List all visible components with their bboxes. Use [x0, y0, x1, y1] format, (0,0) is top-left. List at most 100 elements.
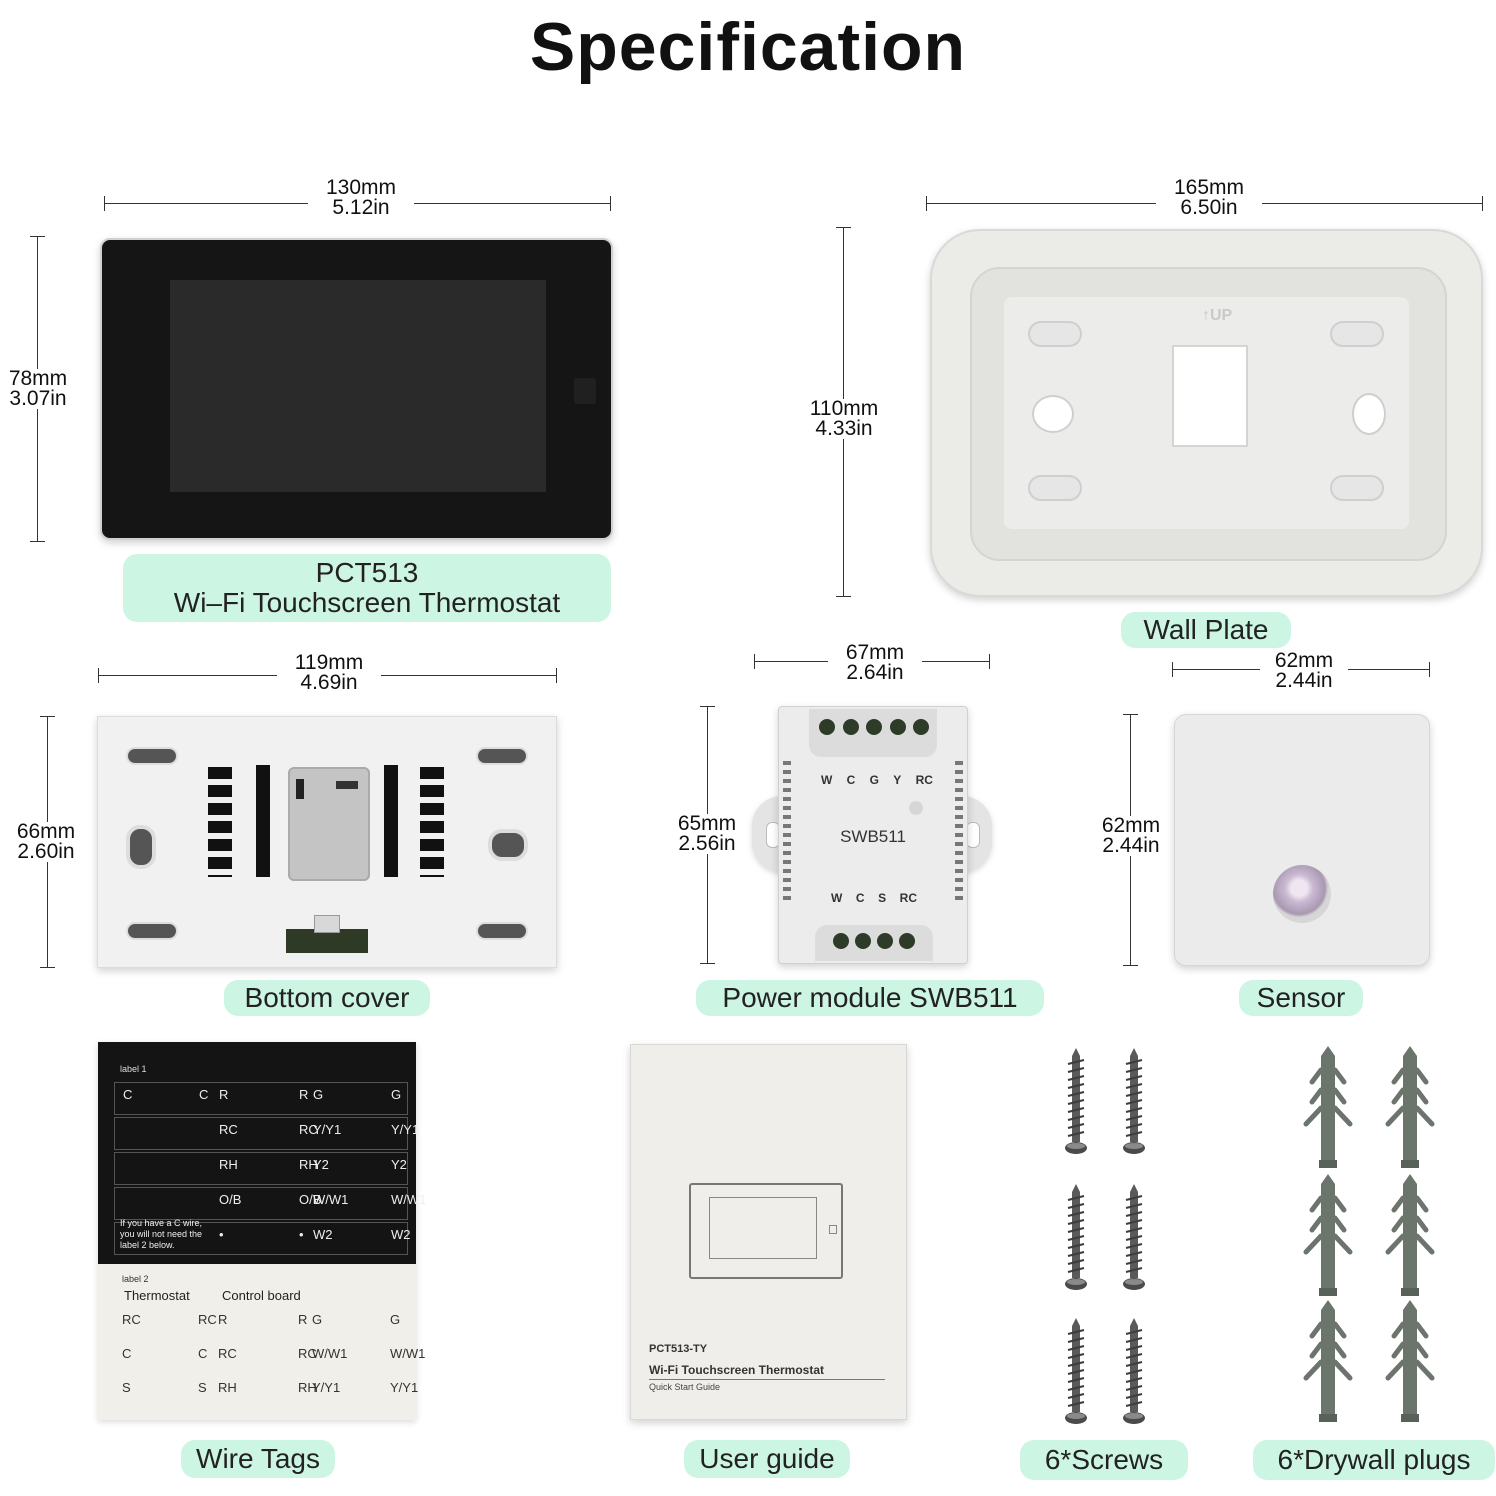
power-module-bottom-screws — [833, 933, 915, 949]
power-module-width-mm: 67mm — [845, 641, 905, 664]
wire-tag-cell: G — [390, 1312, 401, 1327]
screw-icon — [1122, 1047, 1146, 1155]
drywall-plug-icon — [1306, 1300, 1350, 1422]
drywall-plug-icon — [1388, 1046, 1432, 1168]
terminal-screw — [855, 933, 871, 949]
wire-tags-note: If you have a C wire, you will not need … — [120, 1218, 202, 1251]
wire-tag-cell: Y2 — [313, 1157, 329, 1172]
terminal-label-rc: RC — [899, 891, 917, 905]
bottom-cover-port — [336, 781, 358, 789]
bottom-cover-pins-left — [208, 767, 232, 877]
wire-tags-label1-title: label 1 — [120, 1064, 147, 1074]
bottom-cover-connector-window — [288, 767, 370, 881]
thermostat-label: PCT513 Wi–Fi Touchscreen Thermostat — [123, 554, 611, 622]
wire-tag-cell: RH — [219, 1157, 238, 1172]
user-guide-name: Wi-Fi Touchscreen Thermostat — [649, 1363, 825, 1377]
power-module-label: Power module SWB511 — [696, 980, 1044, 1016]
wall-plate-slot — [1330, 475, 1384, 501]
wall-plate-wire-hole — [1172, 345, 1248, 447]
wire-tag-cell: Y/Y1 — [390, 1380, 419, 1395]
sensor-width-label: 62mm 2.44in — [1260, 650, 1348, 691]
thermostat-name: Wi–Fi Touchscreen Thermostat — [173, 587, 561, 618]
wall-plate-up-mark: ↑UP — [1202, 307, 1233, 324]
bottom-cover-width-in: 4.69in — [300, 671, 358, 694]
thermostat-width-mm: 130mm — [325, 176, 397, 199]
power-module-width-in: 2.64in — [846, 661, 904, 684]
screws-graphic — [1064, 1047, 1146, 1424]
bottom-cover-height-label: 66mm 2.60in — [4, 821, 88, 862]
bottom-cover-slot — [476, 922, 528, 940]
wire-tag-cell: • — [219, 1227, 224, 1242]
bottom-cover-slot — [126, 922, 178, 940]
wire-tags-label2-title: label 2 — [122, 1274, 149, 1284]
wire-tags-label1-area — [98, 1042, 416, 1264]
user-guide-rule — [649, 1379, 885, 1380]
wire-tag-cell: W/W1 — [312, 1346, 348, 1361]
wire-tag-cell: W/W1 — [390, 1346, 426, 1361]
terminal-label-s: S — [878, 891, 887, 905]
power-module-top-labels: W C G Y RC — [821, 773, 933, 787]
screw-icon — [1122, 1317, 1146, 1424]
thermostat-device — [100, 238, 613, 540]
screw-icon — [1064, 1047, 1088, 1155]
sensor-label: Sensor — [1239, 980, 1363, 1016]
wire-tag-cell: G — [312, 1312, 323, 1327]
user-guide-subtitle: Quick Start Guide — [649, 1382, 721, 1392]
thermostat-height-mm: 78mm — [8, 367, 68, 390]
terminal-label-w: W — [821, 773, 833, 787]
wire-tag-cell: G — [391, 1087, 402, 1102]
power-module-height-label: 65mm 2.56in — [664, 812, 750, 855]
wire-tag-cell: Y2 — [391, 1157, 407, 1172]
screw-icon — [1064, 1183, 1088, 1291]
wire-tag-cell: W/W1 — [391, 1192, 427, 1207]
wire-tag-cell: RC — [298, 1346, 317, 1361]
drywall-plug-icon — [1306, 1174, 1350, 1296]
user-guide-thermostat-drawing — [689, 1183, 843, 1279]
terminal-screw — [877, 933, 893, 949]
bottom-cover-bar — [384, 765, 398, 877]
page-title: Specification — [529, 9, 967, 85]
terminal-label-y: Y — [893, 773, 902, 787]
wire-tag-cell: G — [313, 1087, 324, 1102]
wall-plate-screw-hole — [1352, 393, 1386, 435]
power-module-model: SWB511 — [840, 827, 906, 846]
wall-plate-device: ↑UP — [930, 229, 1483, 597]
wall-plate-height-label: 110mm 4.33in — [796, 398, 892, 440]
wire-tag-cell: C — [199, 1087, 209, 1102]
sensor-height-label: 62mm 2.44in — [1088, 815, 1174, 857]
terminal-label-g: G — [869, 773, 879, 787]
power-module-height-in: 2.56in — [678, 832, 736, 855]
wire-tag-cell: Y/Y1 — [391, 1122, 420, 1137]
wall-plate-height-in: 4.33in — [815, 417, 873, 440]
plugs-graphic — [1290, 1040, 1450, 1430]
sensor-height-in: 2.44in — [1102, 834, 1160, 857]
bottom-cover-connector — [286, 929, 368, 953]
wire-tag-cell: C — [122, 1346, 132, 1361]
user-guide-booklet: PCT513-TY Wi-Fi Touchscreen Thermostat Q… — [630, 1044, 907, 1420]
bottom-cover-width-mm: 119mm — [294, 651, 364, 674]
power-module-device: W C G Y RC SWB511 W C S RC — [778, 706, 968, 964]
bottom-cover-pins-right — [420, 767, 444, 877]
wall-plate-label: Wall Plate — [1121, 612, 1291, 648]
bottom-cover-device — [97, 716, 557, 968]
wire-tag-cell: RC — [218, 1346, 237, 1361]
terminal-screw — [913, 719, 929, 735]
terminal-screw — [833, 933, 849, 949]
sensor-pir-lens — [1273, 865, 1331, 923]
terminal-screw — [899, 933, 915, 949]
user-guide-model: PCT513-TY — [649, 1343, 708, 1355]
bottom-cover-screw-hole — [126, 825, 156, 869]
wire-tag-cell: O/B — [299, 1192, 322, 1207]
wire-tag-cell: RC — [198, 1312, 217, 1327]
bottom-cover-switch — [296, 779, 304, 799]
wire-tag-cell: RH — [218, 1380, 237, 1395]
thermostat-model: PCT513 — [315, 557, 419, 588]
power-module-height-mm: 65mm — [677, 812, 737, 835]
wall-plate-slot — [1028, 321, 1082, 347]
wire-tag-cell: W2 — [313, 1227, 333, 1242]
